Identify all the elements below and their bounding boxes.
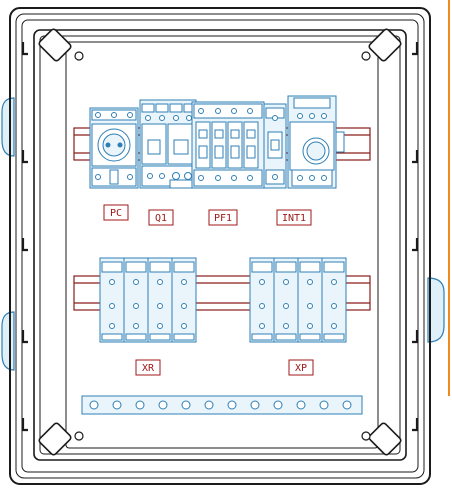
switch-icon [287,95,345,189]
right-hinges [427,277,445,343]
label-int1: INT1 [282,213,306,224]
label-q1: Q1 [155,213,167,224]
label-xp: XP [295,363,307,374]
label-boxes [103,204,314,376]
terminal-block-icon [99,257,347,343]
device-row-top [89,95,345,189]
earth-bar-icon [81,395,363,415]
label-xr: XR [142,363,155,374]
side-latches [21,42,419,432]
socket-pc [89,107,139,189]
terminal-group-xr [99,257,197,343]
label-pc: PC [110,208,122,219]
corner-bosses [38,28,402,456]
surge-protector-icon [191,101,265,189]
auxiliary-module [263,103,287,189]
enclosure [9,7,431,485]
circuit-breaker-icon [139,99,197,189]
terminal-group-xp [249,257,347,343]
screw-icon [74,51,371,441]
left-hinges [1,97,15,371]
label-pf1: PF1 [214,213,232,224]
